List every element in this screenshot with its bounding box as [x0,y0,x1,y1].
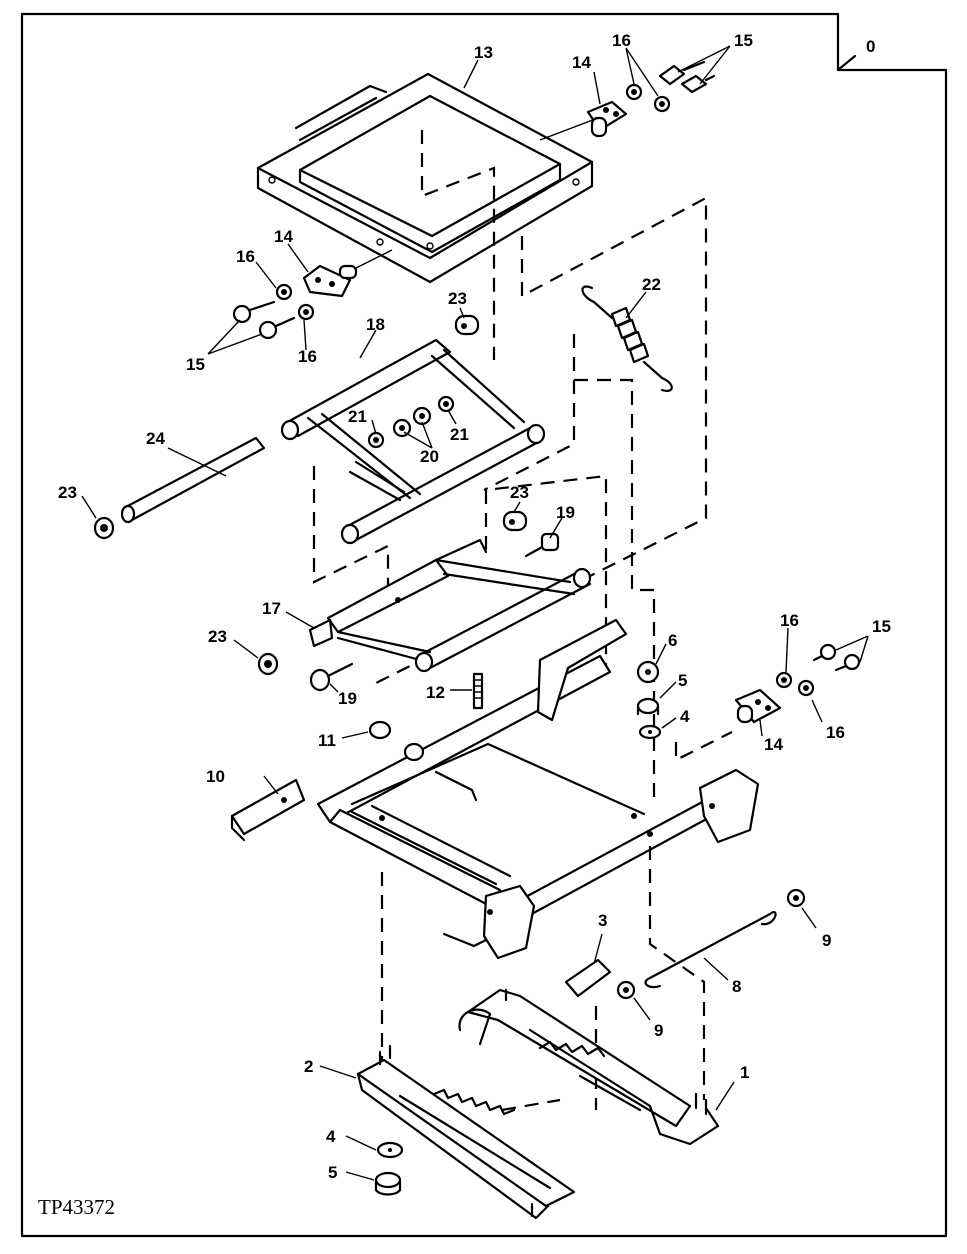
nut-21 [367,431,385,449]
release-rod-8 [644,911,777,989]
callout-14: 14 [274,227,293,246]
upper-seat-frame [256,72,594,284]
callout-9: 9 [654,1021,663,1040]
callout-15: 15 [872,617,891,636]
callout-19: 19 [338,689,357,708]
callout-16: 16 [780,611,799,630]
bolt-15 [812,643,837,662]
washer-20 [412,406,432,426]
callout-20: 20 [420,447,439,466]
bolt-19 [524,532,560,558]
callout-16: 16 [612,31,631,50]
bolt-15 [658,60,706,86]
bolt-15 [680,74,716,94]
nut-21 [437,395,455,413]
callout-23: 23 [208,627,227,646]
callout-14: 14 [572,53,591,72]
callout-19: 19 [556,503,575,522]
lower-base-frame [230,618,760,960]
callout-15: 15 [186,355,205,374]
spacer-23 [502,510,528,532]
callout-1: 1 [740,1063,749,1082]
leader-lines [81,45,869,1181]
washer-4 [638,724,662,740]
bolt-15 [258,316,296,340]
callout-0: 0 [866,37,875,56]
clip-9 [786,888,806,908]
callout-3: 3 [598,911,607,930]
clip-9 [616,980,636,1000]
page-border [20,12,948,1238]
callout-16: 16 [298,347,317,366]
callout-4: 4 [680,707,690,726]
callout-21: 21 [348,407,367,426]
grommet [403,742,425,762]
callout-22: 22 [642,275,661,294]
nut-6 [636,660,660,684]
callout-2: 2 [304,1057,313,1076]
callout-24: 24 [146,429,165,448]
callout-21: 21 [450,425,469,444]
slide-rail-2 [356,1044,576,1220]
callout-9: 9 [822,931,831,950]
pivot-bracket-upper-right [586,100,628,138]
callout-18: 18 [366,315,385,334]
bolt-15 [834,653,861,672]
callout-12: 12 [426,683,445,702]
callout-10: 10 [206,767,225,786]
slide-rail-1 [458,988,720,1146]
callout-15: 15 [734,31,753,50]
lower-scissor-arm [308,538,592,673]
callout-13: 13 [474,43,493,62]
callout-23: 23 [510,483,529,502]
ring-11 [368,720,392,740]
spring-22 [581,285,673,392]
callout-16: 16 [236,247,255,266]
washer-4 [376,1141,404,1159]
callout-11: 11 [318,731,336,750]
callout-4: 4 [326,1127,336,1146]
handle-grip-3 [564,958,612,998]
callout-17: 17 [262,599,281,618]
upper-scissor-arm [280,338,546,545]
bolt-19 [309,662,354,692]
callout-5: 5 [678,671,687,690]
figure-id: TP43372 [38,1195,115,1219]
callout-8: 8 [732,977,741,996]
callout-23: 23 [58,483,77,502]
spacer-23 [93,516,115,540]
shaft-24 [120,436,266,524]
callout-5: 5 [328,1163,337,1182]
pivot-bracket-upper-left [302,264,358,298]
callout-6: 6 [668,631,677,650]
callout-16: 16 [826,723,845,742]
callout-14: 14 [764,735,783,754]
bolt-15 [232,300,276,324]
spacer-5 [636,697,660,716]
callout-23: 23 [448,289,467,308]
spacer-5 [374,1171,402,1196]
washer-20 [392,418,412,438]
spacer-23 [454,314,480,336]
pivot-bracket-right [734,688,782,724]
spacer-23 [257,652,279,676]
stud-12 [472,672,484,710]
